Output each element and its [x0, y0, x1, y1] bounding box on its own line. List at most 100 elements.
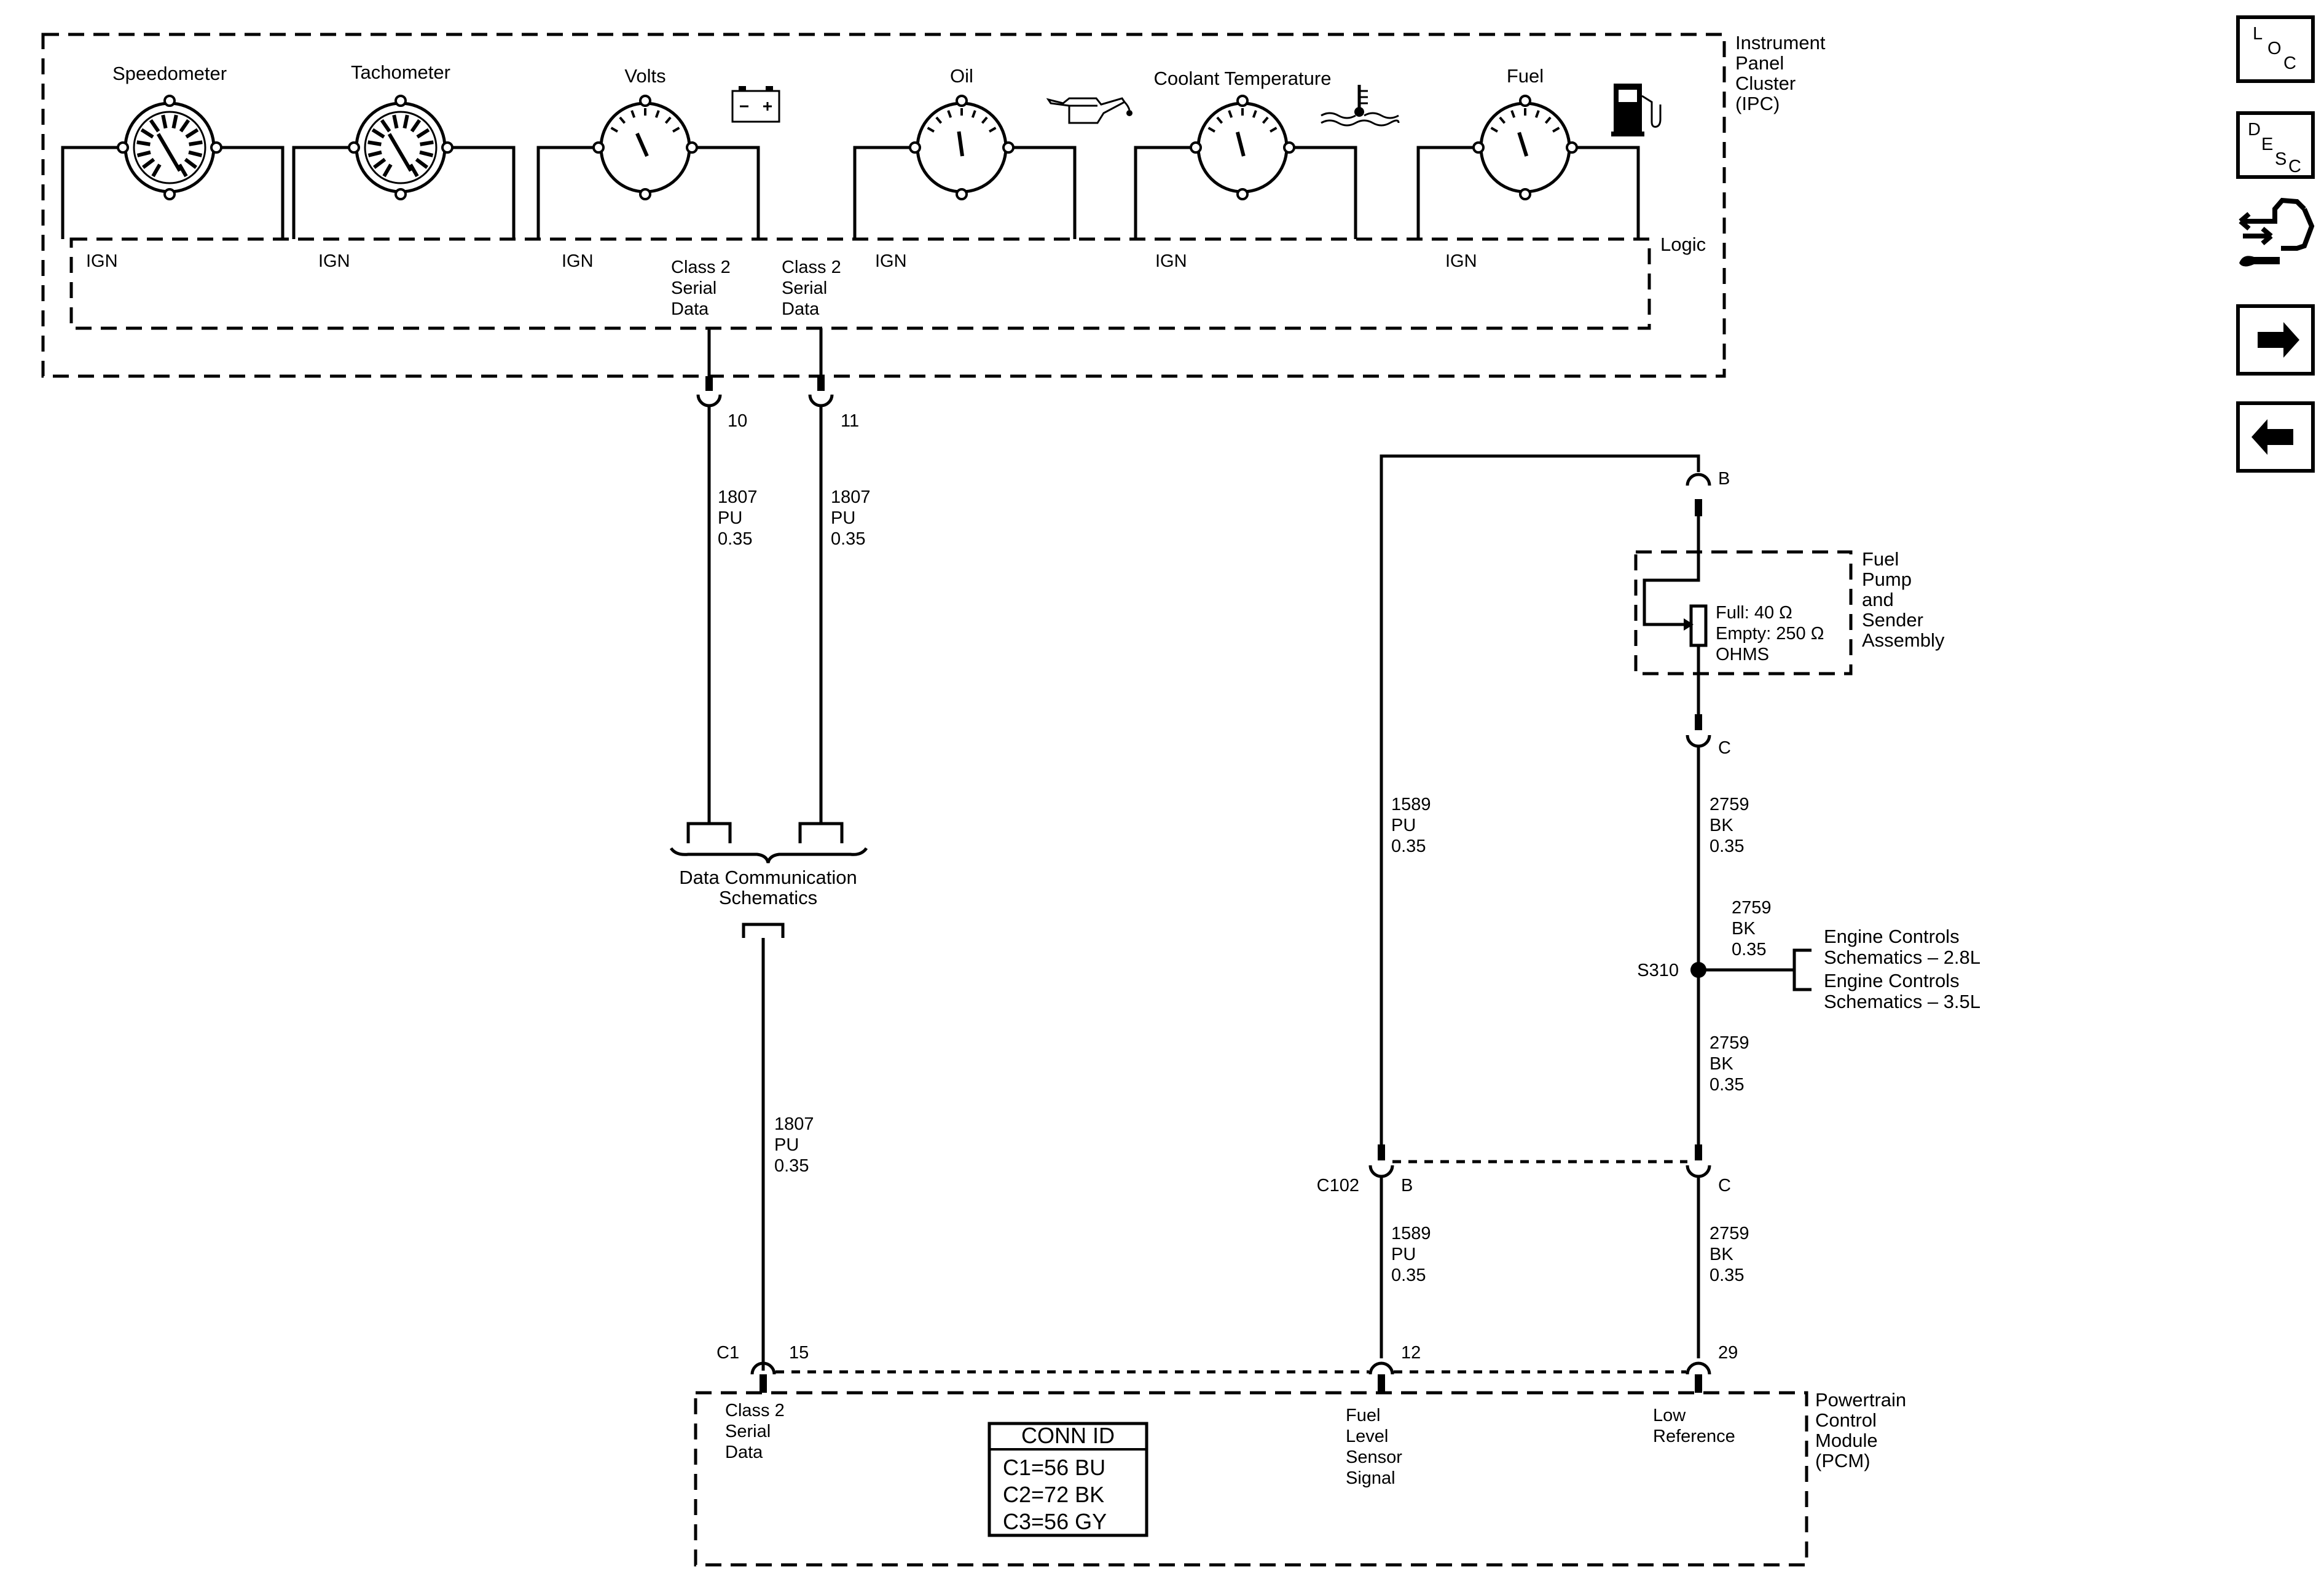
splice-s310	[1690, 948, 1812, 991]
location-button[interactable]: L O C	[2236, 15, 2315, 83]
svg-text:Full: 40 Ω: Full: 40 Ω	[1716, 603, 1792, 623]
engine-controls-link-3-5l[interactable]: Engine Controls Schematics – 3.5L	[1824, 970, 1981, 1012]
svg-text:O: O	[2267, 39, 2282, 58]
splice-label: S310	[1637, 961, 1679, 980]
ign-label: IGN	[86, 251, 118, 271]
svg-text:Class 2: Class 2	[725, 1401, 785, 1420]
svg-text:Pump: Pump	[1862, 569, 1912, 590]
svg-text:1589: 1589	[1391, 795, 1431, 814]
svg-text:PU: PU	[1391, 816, 1416, 835]
gauge-label: Coolant Temperature	[1154, 68, 1332, 89]
svg-text:Engine Controls: Engine Controls	[1824, 970, 1960, 991]
c102-label: C102	[1317, 1176, 1359, 1195]
pcm-connector-c1	[750, 1361, 1711, 1393]
service-tools-icon[interactable]	[2239, 197, 2315, 267]
svg-text:Cluster: Cluster	[1735, 73, 1796, 94]
previous-page-button[interactable]	[2236, 401, 2315, 473]
svg-text:BK: BK	[1732, 919, 1756, 939]
svg-text:0.35: 0.35	[1710, 1266, 1744, 1285]
pcm-terminal-fuel-level: Fuel Level Sensor Signal	[1346, 1406, 1402, 1488]
svg-text:0.35: 0.35	[1391, 837, 1426, 856]
ign-label: IGN	[562, 251, 594, 271]
svg-text:Engine Controls: Engine Controls	[1824, 926, 1960, 947]
svg-text:PU: PU	[1391, 1245, 1416, 1264]
fuel-pump-pin-c: C	[1718, 738, 1731, 758]
fuel-pump-box	[1634, 550, 1853, 675]
svg-text:Low: Low	[1653, 1406, 1686, 1425]
svg-text:0.35: 0.35	[1710, 837, 1744, 856]
fuel-pump-label: Fuel Pump and Sender Assembly	[1862, 548, 1945, 651]
svg-text:Signal: Signal	[1346, 1468, 1396, 1488]
arrow-right-icon	[2258, 322, 2299, 358]
svg-text:BK: BK	[1710, 1245, 1733, 1264]
svg-text:2759: 2759	[1710, 795, 1749, 814]
ground-wire	[1686, 674, 1711, 1358]
svg-text:0.35: 0.35	[1391, 1266, 1426, 1285]
svg-text:0.35: 0.35	[718, 529, 752, 549]
gauge-label: Speedometer	[112, 63, 227, 84]
svg-text:Sender: Sender	[1862, 609, 1923, 631]
pcm-label: Powertrain Control Module (PCM)	[1815, 1389, 1906, 1471]
svg-text:(PCM): (PCM)	[1815, 1450, 1871, 1471]
ipc-box	[41, 33, 1726, 378]
ipc-serial-wires	[696, 328, 834, 824]
fuel-sender-spec: Full: 40 Ω Empty: 250 Ω OHMS	[1716, 603, 1824, 664]
svg-text:(IPC): (IPC)	[1735, 93, 1780, 114]
conn-id-row: C2=72 BK	[1003, 1482, 1104, 1507]
svg-text:C: C	[2288, 157, 2301, 176]
fuel-pump-icon	[1611, 84, 1662, 136]
svg-text:PU: PU	[774, 1135, 799, 1155]
wire-spec-1589-lower: 1589 PU 0.35	[1391, 1224, 1431, 1285]
svg-text:0.35: 0.35	[774, 1156, 809, 1176]
svg-text:BK: BK	[1710, 1054, 1733, 1074]
svg-text:1589: 1589	[1391, 1224, 1431, 1243]
svg-text:Empty: 250 Ω: Empty: 250 Ω	[1716, 624, 1824, 644]
svg-text:Serial: Serial	[725, 1422, 771, 1441]
pcm-pin-29: 29	[1718, 1343, 1738, 1363]
svg-text:2759: 2759	[1732, 898, 1772, 918]
wire-spec-2759-upper: 2759 BK 0.35	[1710, 795, 1749, 856]
svg-text:Schematics – 3.5L: Schematics – 3.5L	[1824, 991, 1981, 1012]
fuel-pump-connector-b	[1686, 473, 1711, 552]
svg-text:1807: 1807	[774, 1114, 814, 1134]
ipc-label: Instrument Panel Cluster (IPC)	[1735, 32, 1826, 114]
wire-spec-2759-branch: 2759 BK 0.35	[1732, 898, 1772, 959]
fuel-sender-rheostat	[1643, 552, 1708, 674]
svg-text:Data: Data	[671, 299, 709, 319]
svg-text:Panel: Panel	[1735, 52, 1784, 74]
svg-text:Sensor: Sensor	[1346, 1447, 1402, 1467]
svg-text:Fuel: Fuel	[1862, 548, 1899, 570]
svg-text:L: L	[2253, 24, 2263, 44]
gauge-label: Tachometer	[351, 61, 450, 83]
svg-text:PU: PU	[831, 508, 855, 528]
conn-id-row: C1=56 BU	[1003, 1455, 1105, 1480]
svg-text:S: S	[2275, 149, 2287, 169]
conn-id-row: C3=56 GY	[1003, 1509, 1107, 1534]
conn-id-table: CONN ID C1=56 BU C2=72 BK C3=56 GY	[987, 1422, 1148, 1537]
svg-text:Data: Data	[725, 1443, 763, 1462]
svg-text:0.35: 0.35	[831, 529, 865, 549]
pin-11-label: 11	[841, 411, 859, 431]
wire-spec-1589-upper: 1589 PU 0.35	[1391, 795, 1431, 856]
svg-text:C: C	[2283, 53, 2296, 73]
next-page-button[interactable]	[2236, 304, 2315, 376]
ign-label: IGN	[1445, 251, 1477, 271]
c102-pin-c: C	[1718, 1176, 1731, 1195]
svg-text:E: E	[2261, 135, 2273, 154]
wire-spec-2759-lower: 2759 BK 0.35	[1710, 1224, 1749, 1285]
engine-controls-link-2-8l[interactable]: Engine Controls Schematics – 2.8L	[1824, 926, 1981, 968]
svg-text:2759: 2759	[1710, 1033, 1749, 1053]
description-button[interactable]: D E S C	[2236, 111, 2315, 179]
data-communication-link[interactable]: Data Communication Schematics	[679, 867, 857, 908]
logic-label: Logic	[1660, 234, 1706, 255]
svg-text:0.35: 0.35	[1732, 940, 1766, 959]
svg-text:Assembly: Assembly	[1862, 629, 1945, 651]
svg-text:Data Communication: Data Communication	[679, 867, 857, 888]
